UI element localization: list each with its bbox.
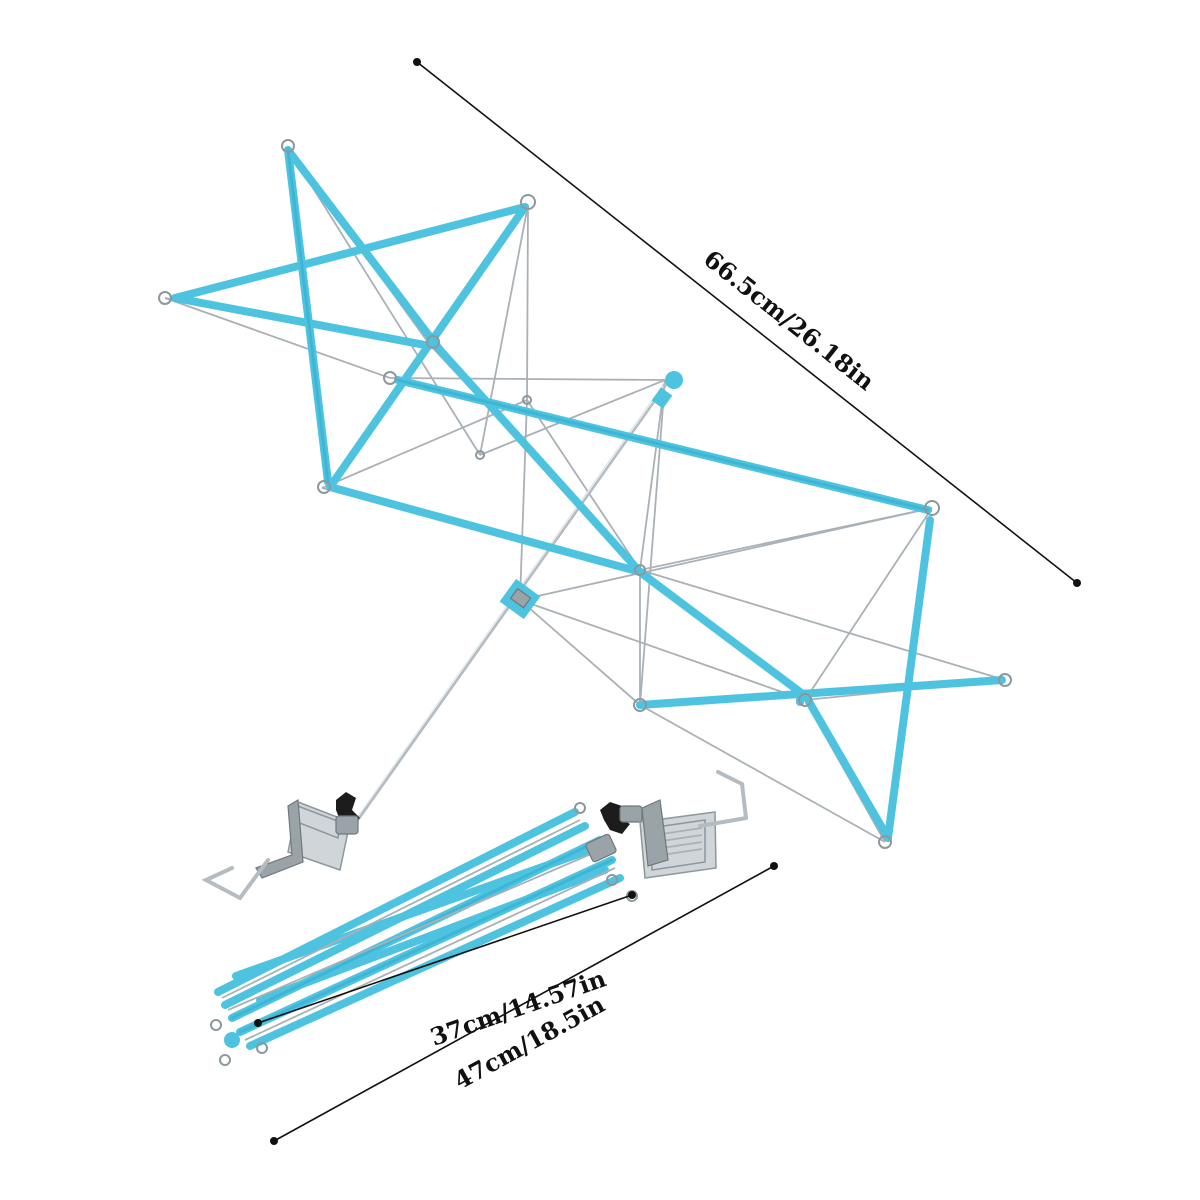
span-label: 66.5cm/26.18in xyxy=(698,244,880,396)
table-clamp-icon xyxy=(600,770,748,879)
yarn-swift-open-icon xyxy=(158,139,1012,900)
table-clamp-icon xyxy=(201,792,360,900)
span-dimension: 66.5cm/26.18in xyxy=(413,58,1081,587)
